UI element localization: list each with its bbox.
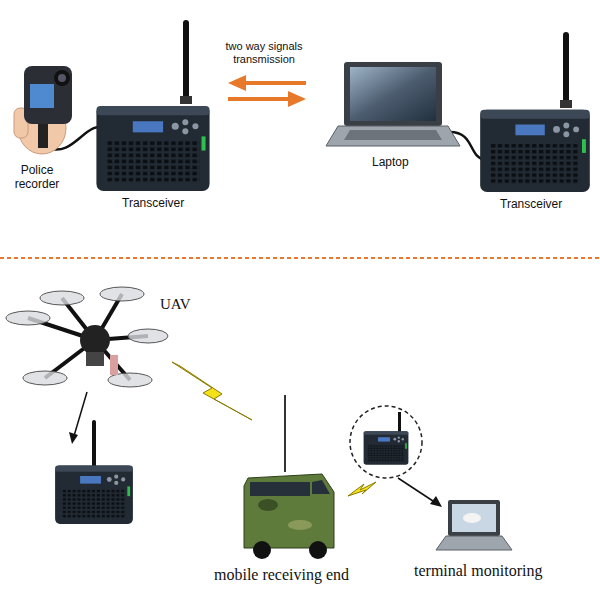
caption-label: Transceiver bbox=[500, 198, 562, 212]
arrow-head bbox=[430, 496, 442, 507]
caption-label: mobile receiving end bbox=[214, 566, 349, 584]
police-recorder bbox=[14, 66, 110, 154]
signal-arrows bbox=[228, 75, 306, 107]
transceiver-device bbox=[96, 20, 209, 191]
caption-label: UAV bbox=[160, 296, 191, 313]
caption-label: Laptop bbox=[372, 156, 409, 170]
transceiver-device bbox=[55, 420, 133, 524]
transceiver-device bbox=[480, 32, 590, 192]
caption-label: two way signals transmission bbox=[216, 40, 312, 65]
terminal-laptop bbox=[436, 500, 512, 550]
wireless-bolt bbox=[348, 482, 376, 496]
divider-line bbox=[0, 257, 600, 259]
laptop-icon bbox=[326, 62, 486, 160]
wireless-bolt bbox=[172, 362, 252, 420]
caption-label: terminal monitoring bbox=[414, 562, 542, 580]
caption-label: Transceiver bbox=[122, 197, 184, 211]
link-arrow bbox=[398, 478, 436, 503]
caption-label: Police recorder bbox=[6, 164, 68, 192]
receiver-highlight bbox=[350, 406, 422, 478]
mobile-vehicle bbox=[244, 395, 334, 559]
uav-drone bbox=[6, 287, 168, 444]
